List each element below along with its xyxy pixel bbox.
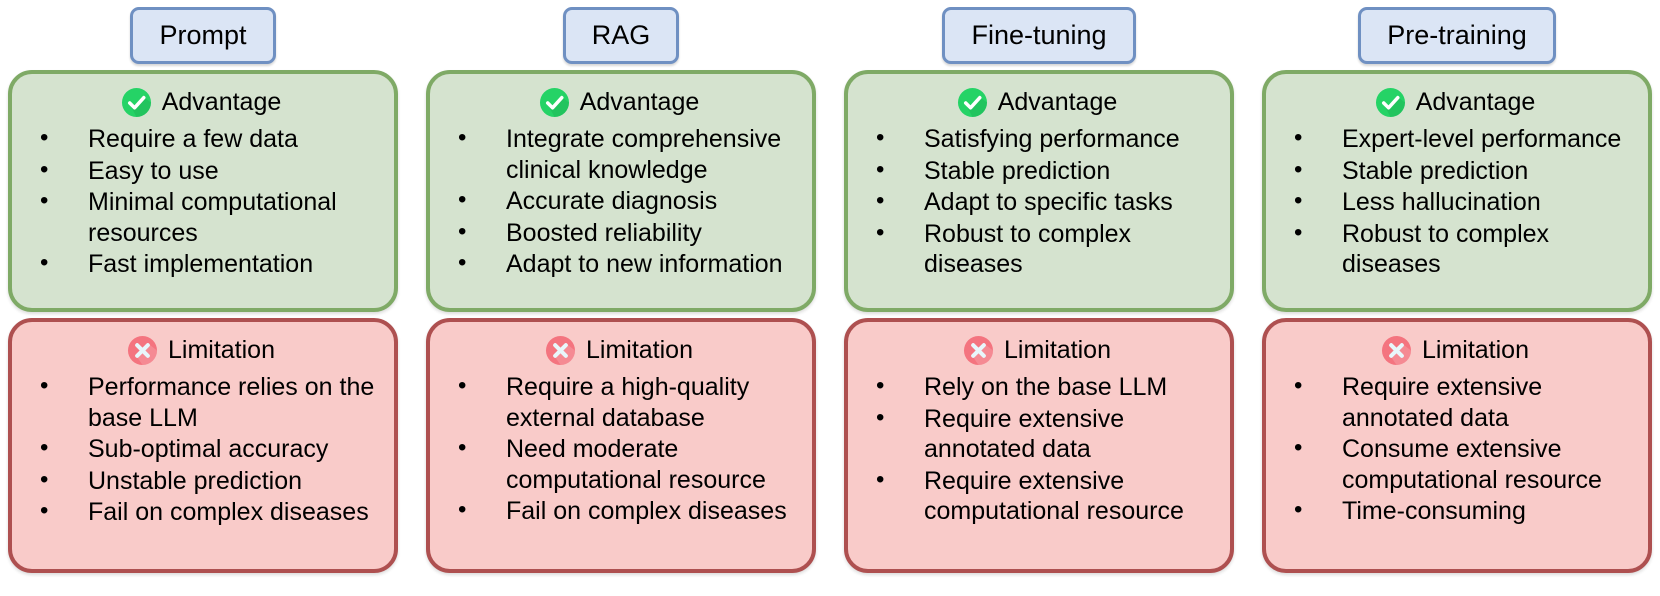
advantage-title-label: Advantage <box>579 87 700 116</box>
x-circle-icon <box>545 335 576 365</box>
limitation-list: Rely on the base LLM Require extensive a… <box>856 371 1218 528</box>
check-circle-icon <box>1375 87 1405 117</box>
list-item: Fail on complex diseases <box>452 495 800 527</box>
column-fine-tuning: Fine-tuning Advantage Satisfying perform… <box>844 0 1234 596</box>
header-wrap: Prompt <box>8 0 398 70</box>
limitation-title-label: Limitation <box>586 335 693 364</box>
list-item: Require extensive annotated data <box>1288 371 1636 433</box>
list-item: Rely on the base LLM <box>870 371 1218 403</box>
header-pill-prompt[interactable]: Prompt <box>130 6 276 64</box>
list-item: Fail on complex diseases <box>34 496 382 528</box>
list-item: Robust to complex diseases <box>870 218 1218 280</box>
list-item: Require extensive computational resource <box>870 465 1218 527</box>
list-item: Expert-level performance <box>1288 123 1636 155</box>
list-item: Stable prediction <box>870 155 1218 187</box>
limitation-title-label: Limitation <box>1004 335 1111 364</box>
check-circle-icon <box>121 87 151 117</box>
limitation-title-row: Limitation <box>20 332 382 368</box>
limitation-title-label: Limitation <box>168 335 275 364</box>
list-item: Sub-optimal accuracy <box>34 433 382 465</box>
list-item: Consume extensive computational resource <box>1288 433 1636 495</box>
advantage-card-rag: Advantage Integrate comprehensive clinic… <box>426 70 816 312</box>
x-circle-icon <box>1381 335 1412 365</box>
column-pre-training: Pre-training Advantage Expert-level perf… <box>1262 0 1652 596</box>
limitation-list: Require a high-quality external database… <box>438 371 800 528</box>
advantage-card-prompt: Advantage Require a few data Easy to use… <box>8 70 398 312</box>
advantage-title-label: Advantage <box>161 87 282 116</box>
header-pill-fine-tuning[interactable]: Fine-tuning <box>942 6 1136 64</box>
advantage-list: Expert-level performance Stable predicti… <box>1274 123 1636 281</box>
list-item: Integrate comprehensive clinical knowled… <box>452 123 800 185</box>
limitation-list: Performance relies on the base LLM Sub-o… <box>20 371 382 529</box>
limitation-card-prompt: Limitation Performance relies on the bas… <box>8 318 398 573</box>
header-wrap: Pre-training <box>1262 0 1652 70</box>
advantage-title-row: Advantage <box>856 84 1218 120</box>
list-item: Require a high-quality external database <box>452 371 800 433</box>
list-item: Robust to complex diseases <box>1288 218 1636 280</box>
list-item: Minimal computational resources <box>34 186 382 248</box>
column-prompt: Prompt Advantage Require a few data Easy… <box>8 0 398 596</box>
header-wrap: RAG <box>426 0 816 70</box>
limitation-title-row: Limitation <box>1274 332 1636 368</box>
list-item: Unstable prediction <box>34 465 382 497</box>
x-circle-icon <box>963 335 994 365</box>
list-item: Accurate diagnosis <box>452 185 800 217</box>
limitation-title-row: Limitation <box>856 332 1218 368</box>
advantage-title-row: Advantage <box>20 84 382 120</box>
limitation-list: Require extensive annotated data Consume… <box>1274 371 1636 528</box>
check-circle-icon <box>539 87 569 117</box>
list-item: Time-consuming <box>1288 495 1636 527</box>
list-item: Need moderate computational resource <box>452 433 800 495</box>
limitation-card-fine-tuning: Limitation Rely on the base LLM Require … <box>844 318 1234 573</box>
header-pill-rag[interactable]: RAG <box>562 6 680 64</box>
list-item: Fast implementation <box>34 248 382 280</box>
advantage-list: Integrate comprehensive clinical knowled… <box>438 123 800 281</box>
limitation-card-rag: Limitation Require a high-quality extern… <box>426 318 816 573</box>
advantage-title-label: Advantage <box>997 87 1118 116</box>
list-item: Performance relies on the base LLM <box>34 371 382 433</box>
advantage-title-row: Advantage <box>438 84 800 120</box>
limitation-title-label: Limitation <box>1422 335 1529 364</box>
header-wrap: Fine-tuning <box>844 0 1234 70</box>
x-circle-icon <box>127 335 158 365</box>
list-item: Satisfying performance <box>870 123 1218 155</box>
advantage-card-fine-tuning: Advantage Satisfying performance Stable … <box>844 70 1234 312</box>
list-item: Less hallucination <box>1288 186 1636 218</box>
list-item: Require extensive annotated data <box>870 403 1218 465</box>
limitation-card-pre-training: Limitation Require extensive annotated d… <box>1262 318 1652 573</box>
limitation-title-row: Limitation <box>438 332 800 368</box>
advantage-card-pre-training: Advantage Expert-level performance Stabl… <box>1262 70 1652 312</box>
column-rag: RAG Advantage Integrate comprehensive cl… <box>426 0 816 596</box>
check-circle-icon <box>957 87 987 117</box>
list-item: Stable prediction <box>1288 155 1636 187</box>
advantage-list: Satisfying performance Stable prediction… <box>856 123 1218 281</box>
header-pill-pre-training[interactable]: Pre-training <box>1358 6 1556 64</box>
advantage-title-row: Advantage <box>1274 84 1636 120</box>
list-item: Adapt to specific tasks <box>870 186 1218 218</box>
list-item: Require a few data <box>34 123 382 155</box>
advantage-title-label: Advantage <box>1415 87 1536 116</box>
list-item: Boosted reliability <box>452 217 800 249</box>
list-item: Adapt to new information <box>452 248 800 280</box>
advantage-list: Require a few data Easy to use Minimal c… <box>20 123 382 281</box>
list-item: Easy to use <box>34 155 382 187</box>
